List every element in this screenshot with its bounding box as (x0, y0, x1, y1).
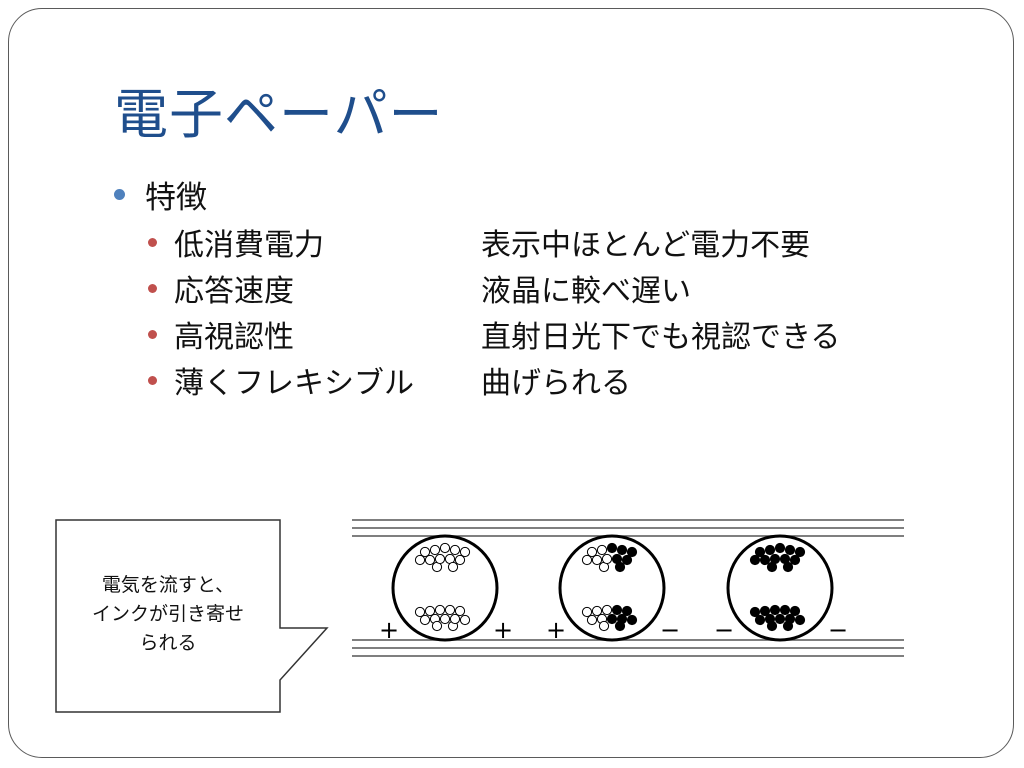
sub-bullet-dot-icon (148, 375, 157, 385)
callout-line: インクが引き寄せ (91, 603, 244, 625)
bullet-dot-icon (114, 188, 125, 200)
white-particle (439, 613, 451, 625)
polarity-sign: + (546, 616, 566, 644)
black-particle (784, 544, 796, 556)
black-particle (759, 554, 771, 566)
slide-title: 電子ペーパー (114, 83, 444, 146)
microcapsule: ++ (379, 534, 513, 644)
black-particle (749, 554, 761, 566)
black-particle (759, 605, 771, 617)
capsules: +++−−− (379, 534, 848, 644)
white-particle (414, 606, 426, 618)
white-particle (598, 620, 610, 632)
feature-row: 低消費電力 表示中ほとんど電力不要 (148, 222, 811, 263)
black-particle (764, 544, 776, 556)
callout-box (55, 519, 329, 713)
polarity-sign: − (828, 616, 848, 644)
black-particle (621, 605, 633, 617)
white-particle (429, 544, 441, 556)
black-particle (616, 613, 628, 625)
white-particle (591, 554, 603, 566)
white-particle (431, 620, 443, 632)
white-particle (459, 614, 471, 626)
white-particle (414, 554, 426, 566)
polarity-sign: − (660, 616, 680, 644)
bottom-electrode (352, 639, 904, 657)
black-particle (779, 604, 791, 616)
feature-desc: 曲げられる (481, 366, 631, 401)
black-particle (606, 613, 618, 625)
white-particle (601, 604, 613, 616)
white-particle (424, 554, 436, 566)
feature-row: 高視認性 直射日光下でも視認できる (148, 314, 841, 355)
black-particle (789, 605, 801, 617)
feature-term: 応答速度 (174, 274, 294, 309)
bullet-features: 特徴 (114, 174, 207, 216)
white-particle (459, 546, 471, 558)
black-particle (749, 606, 761, 618)
white-particle (591, 605, 603, 617)
black-particle (774, 613, 786, 625)
white-particle (449, 613, 461, 625)
polarity-sign: + (379, 616, 399, 644)
black-particle (774, 542, 786, 554)
white-particle (419, 614, 431, 626)
feature-desc: 直射日光下でも視認できる (481, 320, 841, 355)
white-particle (439, 542, 451, 554)
white-particle (424, 605, 436, 617)
white-particle (586, 614, 598, 626)
white-particle (434, 604, 446, 616)
black-particle (794, 546, 806, 558)
black-particle (754, 614, 766, 626)
callout-line: 電気を流すと、 (101, 574, 235, 596)
callout-text: 電気を流すと、 インクが引き寄せ られる (60, 571, 276, 658)
feature-term: 低消費電力 (174, 228, 324, 263)
black-particle (626, 546, 638, 558)
white-particle (596, 544, 608, 556)
sub-bullet-dot-icon (148, 283, 157, 293)
white-particle (434, 553, 446, 565)
black-particle (789, 554, 801, 566)
black-particle (769, 604, 781, 616)
feature-desc: 液晶に較べ遅い (481, 274, 691, 309)
sub-bullet-dot-icon (148, 329, 157, 339)
black-particle (769, 553, 781, 565)
black-particle (626, 614, 638, 626)
top-electrode (352, 519, 904, 537)
white-particle (444, 604, 456, 616)
white-particle (586, 546, 598, 558)
feature-row: 応答速度 液晶に較べ遅い (148, 268, 691, 309)
white-particle (601, 553, 613, 565)
black-particle (611, 604, 623, 616)
black-particle (606, 542, 618, 554)
black-particle (621, 554, 633, 566)
black-particle (794, 614, 806, 626)
microcapsule: −− (714, 534, 848, 644)
white-particle (581, 554, 593, 566)
feature-term: 高視認性 (174, 320, 294, 355)
white-particle (419, 546, 431, 558)
white-particle (449, 544, 461, 556)
microcapsule: +− (546, 534, 680, 644)
polarity-sign: − (714, 616, 734, 644)
black-particle (616, 544, 628, 556)
callout-line: られる (139, 632, 197, 654)
white-particle (447, 561, 459, 573)
bullet-features-label: 特徴 (145, 179, 207, 216)
black-particle (754, 546, 766, 558)
black-particle (782, 561, 794, 573)
feature-term: 薄くフレキシブル (174, 366, 414, 401)
feature-desc: 表示中ほとんど電力不要 (481, 228, 811, 263)
black-particle (766, 620, 778, 632)
white-particle (581, 606, 593, 618)
feature-row: 薄くフレキシブル 曲げられる (148, 360, 631, 401)
white-particle (454, 605, 466, 617)
sub-bullet-dot-icon (148, 237, 157, 247)
white-particle (454, 554, 466, 566)
black-particle (784, 613, 796, 625)
black-particle (614, 561, 626, 573)
polarity-sign: + (493, 616, 513, 644)
